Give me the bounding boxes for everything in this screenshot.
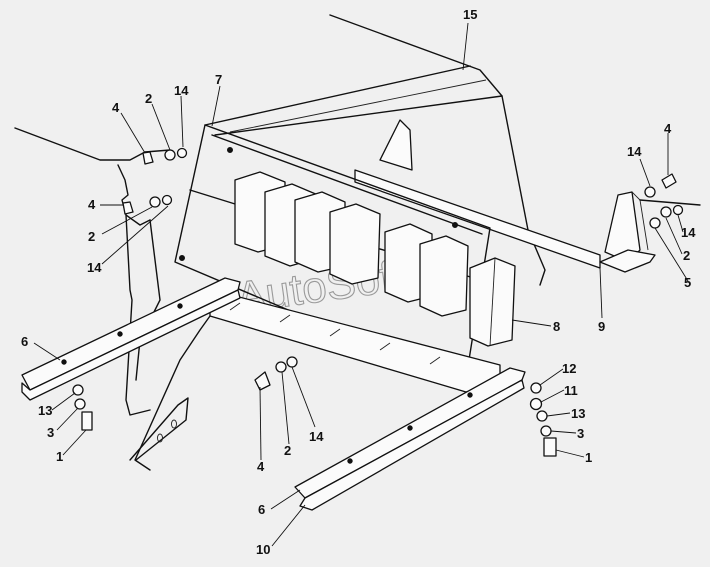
callout-6b: 6 <box>258 502 265 517</box>
bolt-1-left <box>81 411 93 431</box>
callout-labels: 15 7 4 2 14 4 2 14 4 14 2 14 2 5 6 13 3 … <box>21 7 696 557</box>
bolt-4-lower <box>254 371 271 391</box>
block-part-8 <box>469 257 516 347</box>
washer-2-lower <box>275 361 287 373</box>
left-rail-part-6 <box>21 277 241 401</box>
callout-14e: 14 <box>309 429 324 444</box>
callout-3b: 3 <box>577 426 584 441</box>
callout-1b: 1 <box>585 450 592 465</box>
washer-3-left <box>74 398 86 410</box>
washer-14-right-b <box>672 204 684 216</box>
washer-2-right <box>660 206 672 218</box>
washer-13-right <box>536 410 548 422</box>
callout-5: 5 <box>684 275 691 290</box>
nut-5-right <box>649 217 661 229</box>
wire-hook <box>129 397 189 461</box>
fasteners <box>72 147 684 457</box>
washer-13-left <box>72 384 84 396</box>
callout-1: 1 <box>56 449 63 464</box>
callout-14d: 14 <box>681 225 696 240</box>
bolt-4-upper <box>142 151 154 165</box>
callout-13b: 13 <box>571 406 585 421</box>
callout-14c: 14 <box>627 144 642 159</box>
bolt-1-right <box>543 437 557 457</box>
callout-2: 2 <box>145 91 152 106</box>
callout-14b: 14 <box>87 260 102 275</box>
callout-13: 13 <box>38 403 52 418</box>
callout-15: 15 <box>463 7 477 22</box>
right-rail-part-6 <box>294 367 526 511</box>
battery-blocks <box>234 171 469 317</box>
leader-lines <box>33 22 689 547</box>
callout-7: 7 <box>215 72 222 87</box>
callout-4c: 4 <box>664 121 672 136</box>
nut-12-right <box>530 382 542 394</box>
bolt-4-mid <box>122 201 134 215</box>
washer-14-upper <box>176 147 188 159</box>
callout-14: 14 <box>174 83 189 98</box>
callout-11: 11 <box>564 383 578 398</box>
washer-14-mid <box>161 194 173 206</box>
callout-4: 4 <box>112 100 120 115</box>
callout-2b: 2 <box>88 229 95 244</box>
callout-2e: 2 <box>284 443 291 458</box>
callout-3: 3 <box>47 425 54 440</box>
callout-8: 8 <box>553 319 560 334</box>
callout-6: 6 <box>21 334 28 349</box>
callout-9: 9 <box>598 319 605 334</box>
washer-14-right <box>644 186 656 198</box>
washer-11-right <box>529 397 543 411</box>
callout-12: 12 <box>562 361 576 376</box>
bolt-4-right <box>661 173 677 189</box>
callout-4e: 4 <box>257 459 265 474</box>
housing-part-15 <box>204 14 546 286</box>
washer-2-upper <box>164 149 176 161</box>
washer-3-right <box>540 425 552 437</box>
washer-14-lower <box>286 356 298 368</box>
callout-10: 10 <box>256 542 270 557</box>
callout-4b: 4 <box>88 197 96 212</box>
callout-2c: 2 <box>683 248 690 263</box>
washer-2-mid <box>149 196 161 208</box>
